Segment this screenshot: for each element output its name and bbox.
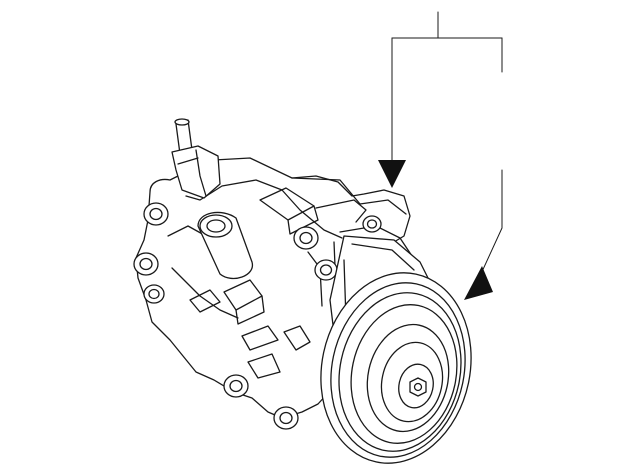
- suction-port: [197, 211, 253, 279]
- mounting-boss-left: [133, 252, 159, 276]
- pulley-groove-1: [330, 282, 466, 458]
- callout-leader-group: [391, 11, 503, 277]
- mounting-boss-center: [314, 259, 338, 281]
- callout-arrow-body: [378, 160, 406, 188]
- mounting-boss-bottom: [273, 406, 299, 430]
- mounting-boss-flange: [362, 215, 382, 233]
- mounting-bosses: [133, 202, 382, 430]
- pulley-groove-3: [350, 304, 458, 444]
- mounting-boss-bottom-left: [223, 374, 249, 398]
- clutch-plate-inner: [380, 341, 444, 423]
- mounting-boss-upper-right: [293, 226, 319, 250]
- center-hex-nut: [409, 377, 427, 397]
- clutch-pulley: [320, 272, 472, 464]
- clutch-hub: [398, 363, 434, 409]
- clutch-plate-outer: [366, 323, 450, 433]
- callout-arrow-pulley: [464, 266, 493, 300]
- mounting-boss-lower-left: [143, 284, 165, 304]
- pulley-groove-2: [338, 292, 462, 452]
- discharge-fitting: [171, 118, 221, 199]
- leader-right-drop-lower: [479, 169, 503, 277]
- center-nut-bore: [413, 382, 423, 392]
- mounting-boss-top-left: [143, 202, 169, 226]
